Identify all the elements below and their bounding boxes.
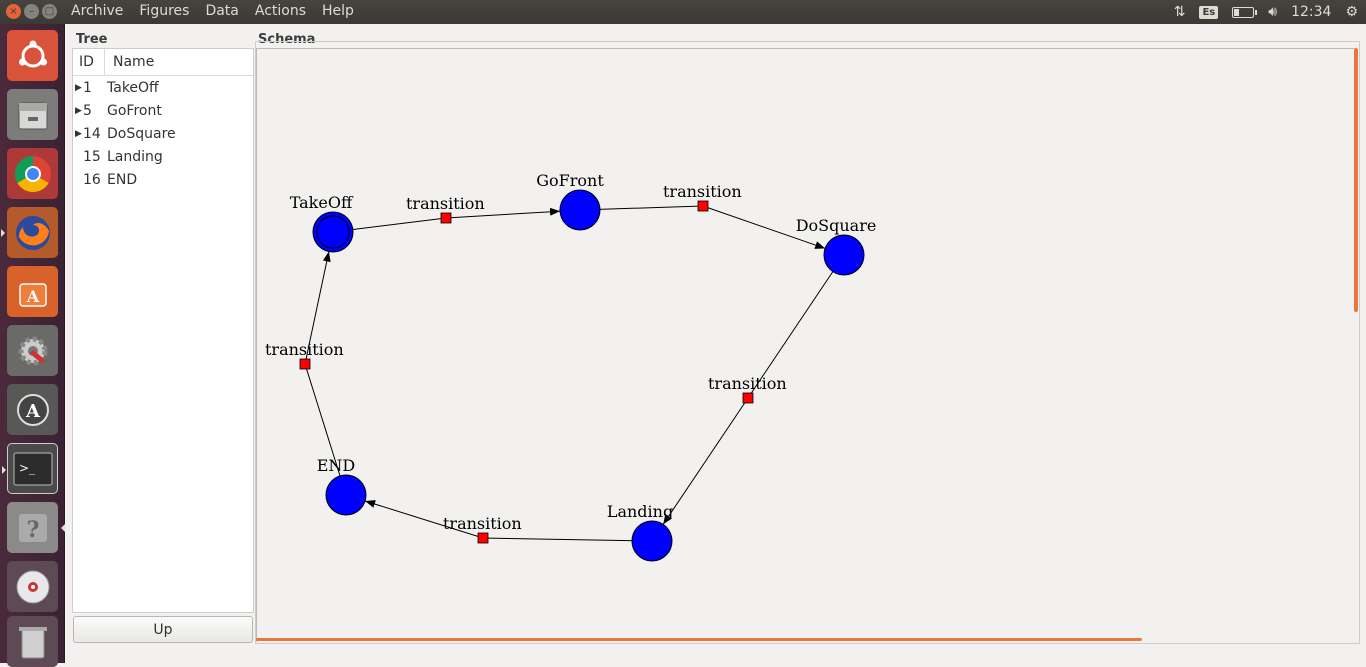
help-icon[interactable]: ? <box>7 502 65 553</box>
transition-label: transition <box>663 182 742 201</box>
tree-row-id: 5 <box>83 102 92 119</box>
expand-arrow-icon[interactable]: ▶ <box>75 105 82 116</box>
files-icon[interactable] <box>7 89 58 140</box>
state-node[interactable] <box>823 234 865 276</box>
svg-text:A: A <box>25 287 39 306</box>
menu-archive[interactable]: Archive <box>71 3 124 19</box>
svg-text:A: A <box>25 401 41 422</box>
edge-arrow <box>304 251 331 365</box>
keyboard-layout-indicator[interactable]: Es <box>1199 5 1219 19</box>
svg-text:?: ? <box>26 517 39 543</box>
transition-label: transition <box>265 340 344 359</box>
volume-icon[interactable]: 🔊︎ <box>1268 4 1278 20</box>
schema-panel-title: Schema <box>258 32 316 47</box>
tree-row-name: DoSquare <box>107 125 176 142</box>
expand-arrow-icon[interactable]: ▶ <box>75 82 82 93</box>
transition-marker[interactable] <box>742 392 754 404</box>
edge-arrow <box>364 500 484 539</box>
disc-icon[interactable] <box>7 561 58 612</box>
top-panel: × – □ Archive Figures Data Actions Help … <box>0 0 1366 24</box>
tree-row-name: TakeOff <box>107 79 159 96</box>
state-label: DoSquare <box>796 216 877 235</box>
terminal-icon[interactable]: >_ <box>2 443 58 494</box>
transition-marker[interactable] <box>440 212 452 224</box>
software-updater-icon[interactable]: A <box>7 384 58 435</box>
maximize-window-button[interactable]: □ <box>42 4 57 19</box>
menu-bar: Archive Figures Data Actions Help <box>71 3 354 19</box>
tree-row[interactable]: ▶1 TakeOff <box>73 76 253 99</box>
edge-arrow <box>702 205 826 249</box>
battery-icon[interactable] <box>1232 6 1258 18</box>
system-indicators: ⇅ Es 🔊︎ 12:34 ⚙ <box>1174 0 1366 24</box>
close-window-button[interactable]: × <box>6 4 21 19</box>
tree-row[interactable]: ▶14 DoSquare <box>73 122 253 145</box>
state-label: GoFront <box>536 171 604 190</box>
transition-label: transition <box>406 194 485 213</box>
tree-panel-title: Tree <box>76 32 108 47</box>
state-label: Landing <box>607 502 673 521</box>
minimize-window-button[interactable]: – <box>24 4 39 19</box>
expand-arrow-icon[interactable]: ▶ <box>75 128 82 139</box>
schema-frame <box>255 41 1360 644</box>
edge-arrow <box>445 207 561 219</box>
menu-actions[interactable]: Actions <box>254 3 307 19</box>
column-header-id[interactable]: ID <box>73 49 105 75</box>
ubuntu-dash-icon[interactable] <box>7 30 58 81</box>
state-label: TakeOff <box>290 193 354 212</box>
state-node[interactable] <box>559 189 601 231</box>
tree-row[interactable]: 16 END <box>73 168 253 191</box>
software-center-icon[interactable]: A <box>7 266 58 317</box>
tree-header: ID Name <box>73 49 253 76</box>
edge-line <box>579 205 704 211</box>
transition-label: transition <box>708 374 787 393</box>
edge-line <box>482 537 653 542</box>
tree-row-id: 15 <box>83 148 101 165</box>
transition-marker[interactable] <box>697 200 709 212</box>
tree-row-name: GoFront <box>107 102 162 119</box>
state-graph: transition transition transition transition… <box>265 171 877 562</box>
tree-row[interactable]: 15 Landing <box>73 145 253 168</box>
horizontal-scrollbar[interactable] <box>256 638 1142 641</box>
edge-arrow <box>662 397 749 525</box>
tree-row-name: END <box>107 171 138 188</box>
state-node[interactable] <box>325 474 367 516</box>
tree-row-id: 14 <box>83 125 101 142</box>
column-header-name[interactable]: Name <box>113 54 155 70</box>
state-node[interactable] <box>631 520 673 562</box>
firefox-icon[interactable] <box>1 207 58 258</box>
state-node[interactable] <box>312 211 354 253</box>
transition-marker[interactable] <box>477 532 489 544</box>
menu-figures[interactable]: Figures <box>139 3 190 19</box>
schema-canvas[interactable]: transition transition transition transition… <box>256 48 1354 642</box>
state-label: END <box>317 456 356 475</box>
network-icon[interactable]: ⇅ <box>1173 4 1186 20</box>
clock[interactable]: 12:34 <box>1291 4 1332 20</box>
up-button[interactable]: Up <box>73 616 253 643</box>
edge-line <box>747 254 845 399</box>
chrome-icon[interactable] <box>7 148 58 199</box>
vertical-scrollbar[interactable] <box>1354 48 1358 312</box>
edge-line <box>304 363 347 496</box>
tree-row-id: 16 <box>83 171 101 188</box>
settings-icon[interactable] <box>7 325 58 376</box>
transition-label: transition <box>443 514 522 533</box>
launcher: A A >_ ? <box>0 24 65 667</box>
svg-text:>_: >_ <box>19 461 35 475</box>
initial-state-ring <box>316 215 350 249</box>
tree-row[interactable]: ▶5 GoFront <box>73 99 253 122</box>
menu-data[interactable]: Data <box>205 3 239 19</box>
gear-icon[interactable]: ⚙ <box>1345 4 1358 20</box>
menu-help[interactable]: Help <box>322 3 354 19</box>
trash-icon[interactable] <box>7 616 58 667</box>
tree-row-id: 1 <box>83 79 92 96</box>
window-controls: × – □ <box>6 4 57 19</box>
tree-row-name: Landing <box>107 148 163 165</box>
transition-marker[interactable] <box>299 358 311 370</box>
